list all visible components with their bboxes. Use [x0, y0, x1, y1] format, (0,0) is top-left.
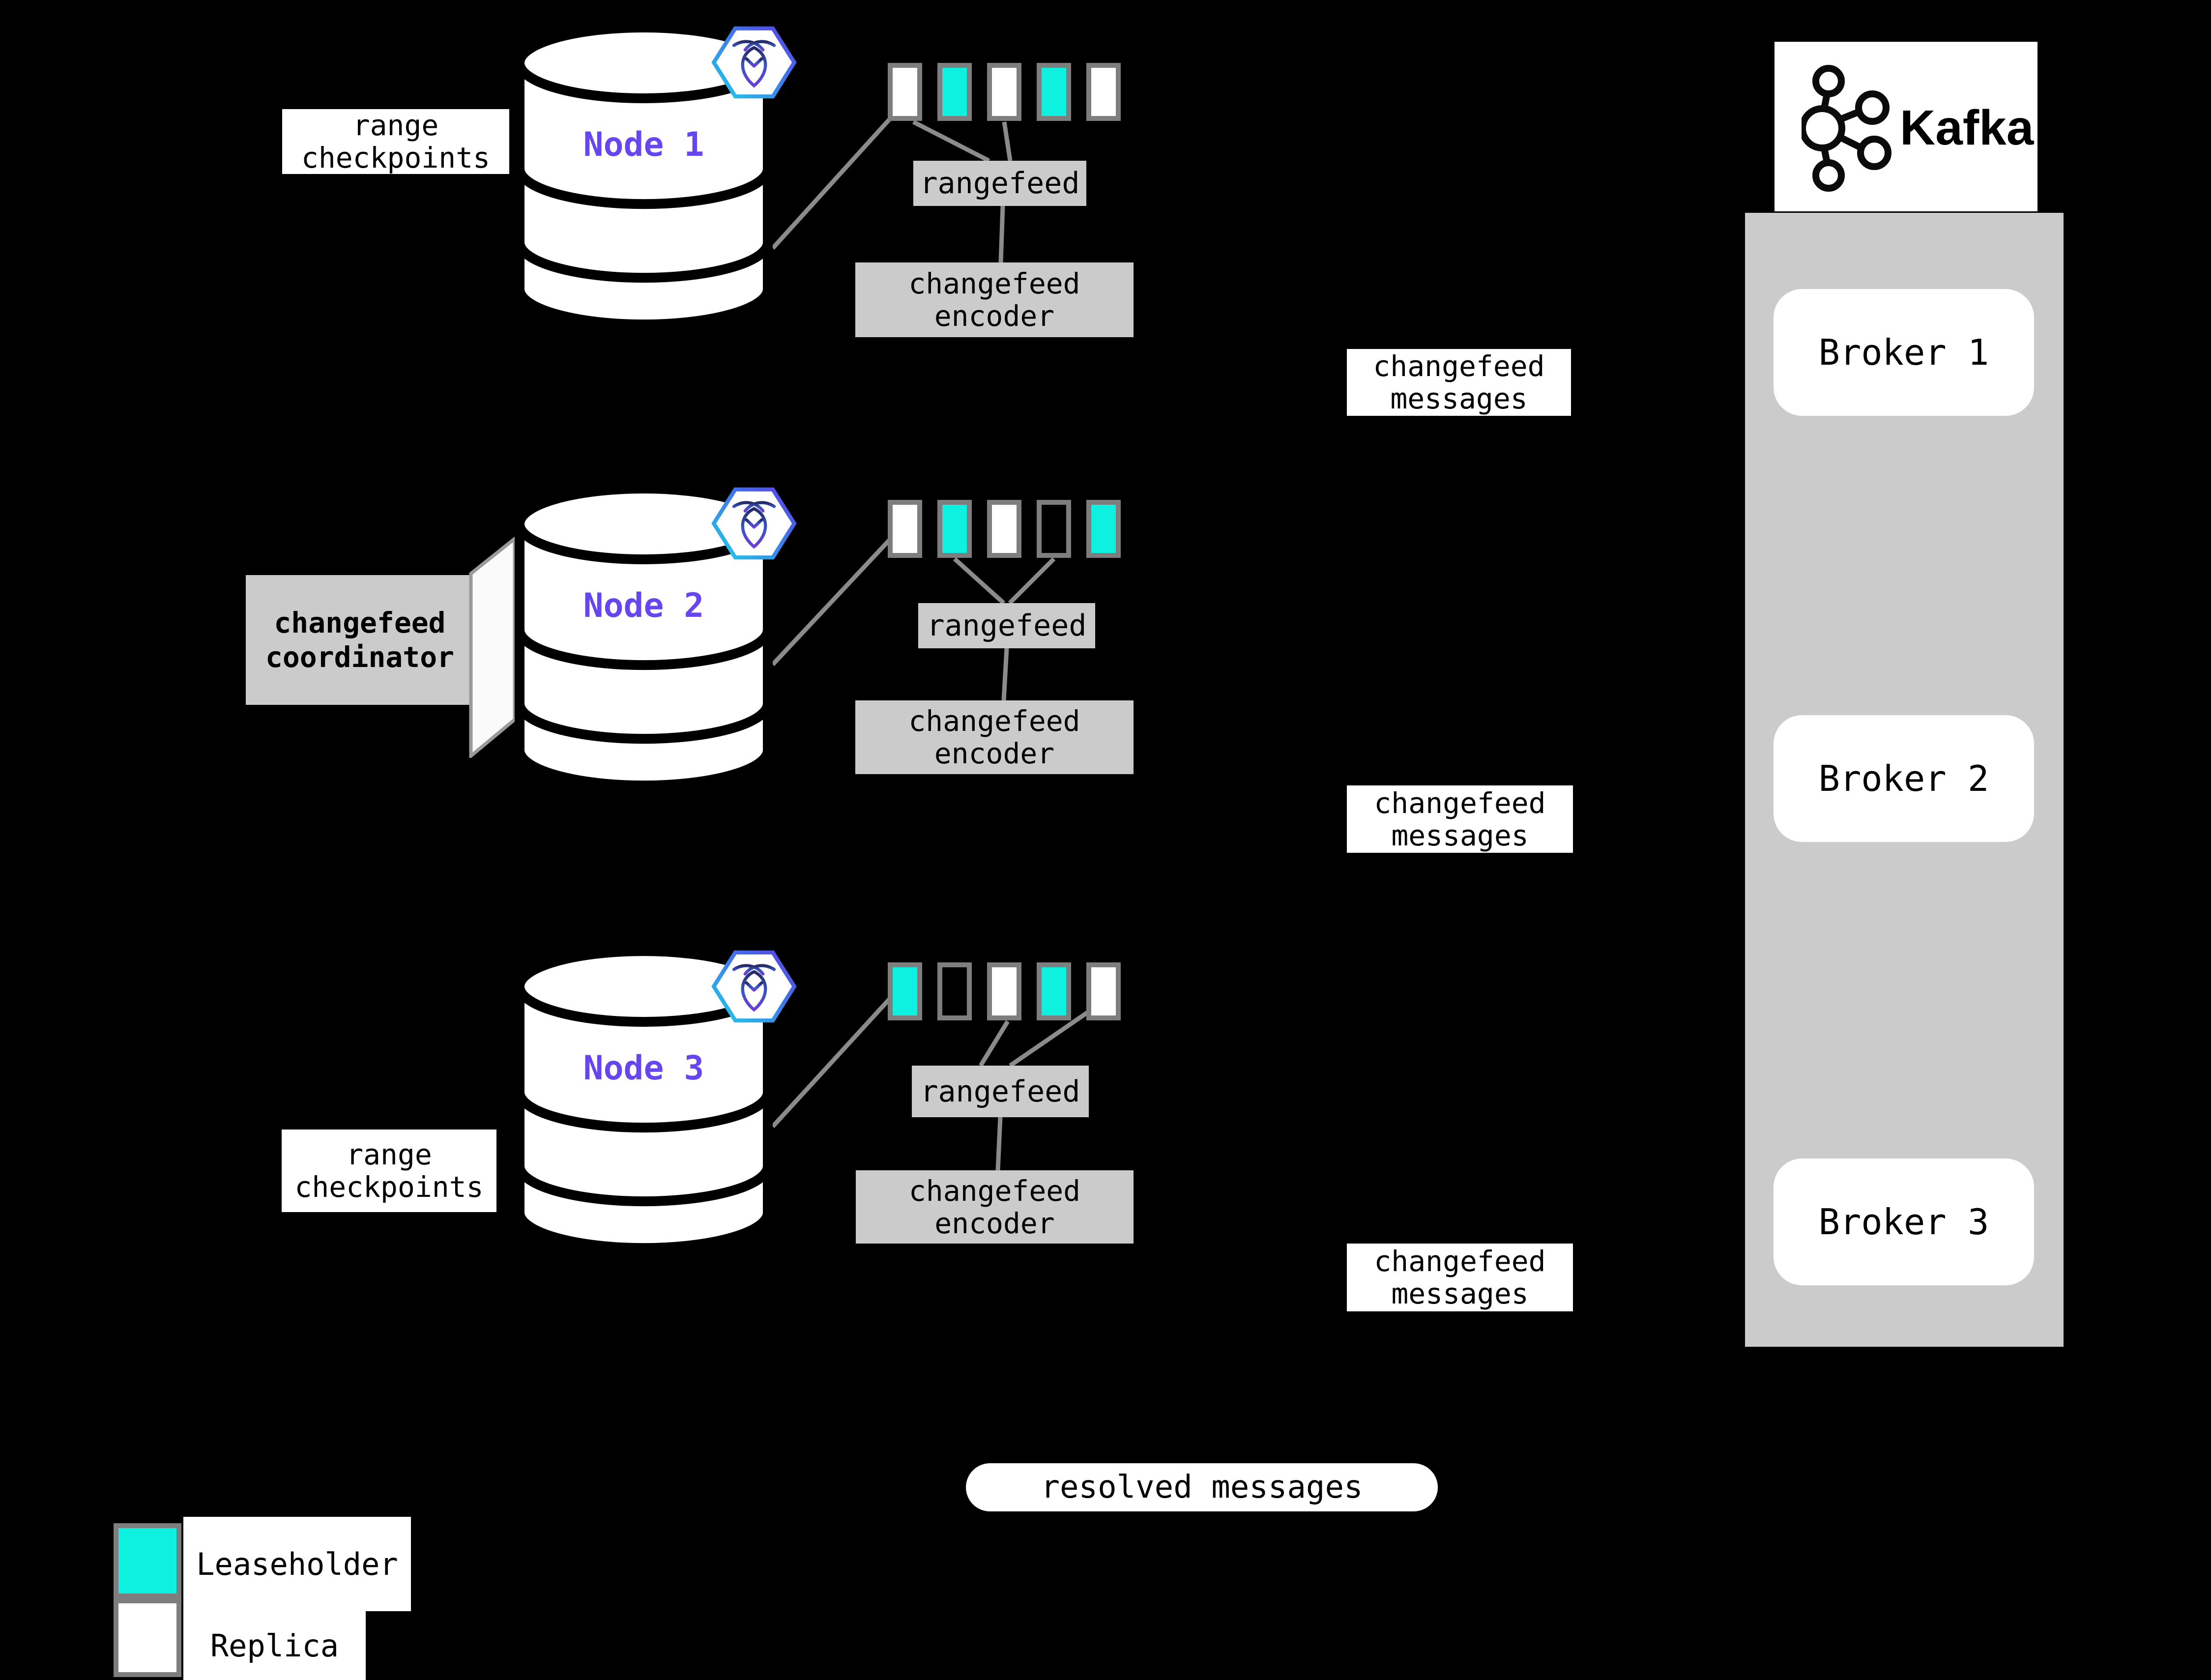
- rangefeed-box-node2: rangefeed: [918, 603, 1095, 648]
- range-rect-leaseholder: [888, 962, 922, 1020]
- label-line: checkpoints: [294, 1170, 484, 1204]
- changefeed-encoder-box-node3: changefeed encoder: [856, 1170, 1134, 1244]
- range-rect-leaseholder: [1037, 962, 1071, 1020]
- node-1-label: Node 1: [583, 125, 704, 164]
- range-rect-leaseholder: [1037, 63, 1071, 121]
- label-line: encoder: [934, 737, 1055, 770]
- node-1-cylinder: [515, 21, 773, 328]
- label-line: changefeed: [274, 606, 446, 639]
- label-line: changefeed: [1373, 349, 1545, 383]
- ranges-row-node1: [888, 63, 1121, 121]
- cockroachdb-icon: [709, 483, 799, 566]
- changefeed-messages-label-2: changefeed messages: [1347, 785, 1573, 853]
- changefeed-encoder-box-node1: changefeed encoder: [855, 262, 1134, 337]
- label-line: range: [352, 109, 439, 142]
- legend-leaseholder-label: Leaseholder: [183, 1517, 411, 1611]
- range-rect-empty: [937, 962, 972, 1020]
- ranges-row-node3: [888, 962, 1121, 1020]
- label-line: encoder: [934, 1206, 1055, 1240]
- changefeed-messages-label-3: changefeed messages: [1347, 1244, 1573, 1311]
- label-line: checkpoints: [301, 141, 491, 174]
- range-rect-replica: [987, 500, 1021, 558]
- range-rect-replica: [888, 63, 922, 121]
- node-3-cylinder: [515, 945, 773, 1252]
- cockroachdb-icon: [709, 946, 799, 1029]
- label-line: changefeed: [908, 267, 1080, 300]
- range-rect-replica: [987, 962, 1021, 1020]
- changefeed-messages-label-1: changefeed messages: [1347, 349, 1571, 416]
- broker-3-box: Broker 3: [1774, 1159, 2034, 1285]
- node-3-label: Node 3: [583, 1049, 704, 1088]
- range-rect-replica: [888, 500, 922, 558]
- label-line: encoder: [934, 299, 1055, 333]
- legend-leaseholder-swatch: [114, 1523, 181, 1598]
- range-rect-replica: [1086, 63, 1121, 121]
- range-rect-replica: [1086, 962, 1121, 1020]
- kafka-icon: [1802, 65, 1891, 192]
- legend-replica-label: Replica: [183, 1611, 366, 1680]
- rangefeed-box-node1: rangefeed: [913, 161, 1086, 206]
- label-line: range: [346, 1138, 432, 1171]
- label-line: messages: [1391, 818, 1529, 852]
- label-line: changefeed: [1374, 1245, 1546, 1278]
- cockroachdb-icon: [709, 22, 799, 105]
- changefeed-coordinator-label: changefeed coordinator: [246, 575, 474, 705]
- rangefeed-box-node3: rangefeed: [912, 1066, 1089, 1117]
- broker-2-box: Broker 2: [1774, 715, 2034, 842]
- label-line: changefeed: [1374, 786, 1546, 820]
- range-checkpoints-label-node1: range checkpoints: [282, 109, 509, 174]
- range-rect-replica: [987, 63, 1021, 121]
- label-line: changefeed: [908, 704, 1080, 738]
- resolved-messages-pill: resolved messages: [966, 1463, 1438, 1511]
- ranges-row-node2: [888, 500, 1121, 558]
- legend-replica-swatch: [114, 1598, 181, 1677]
- label-line: messages: [1390, 382, 1528, 415]
- node-2-cylinder: [515, 482, 773, 789]
- label-line: changefeed: [908, 1174, 1081, 1208]
- label-line: coordinator: [265, 640, 455, 674]
- range-rect-empty: [1037, 500, 1071, 558]
- node-2-label: Node 2: [583, 586, 704, 625]
- changefeed-encoder-box-node2: changefeed encoder: [855, 700, 1134, 774]
- range-rect-leaseholder: [937, 63, 972, 121]
- broker-1-box: Broker 1: [1774, 289, 2034, 416]
- kafka-wordmark: Kafka: [1900, 100, 2034, 155]
- label-line: messages: [1391, 1277, 1529, 1310]
- range-checkpoints-label-node3: range checkpoints: [282, 1130, 496, 1212]
- kafka-logo: Kafka: [1775, 42, 2037, 211]
- range-rect-leaseholder: [937, 500, 972, 558]
- range-rect-leaseholder: [1086, 500, 1121, 558]
- coordinator-flag: [469, 537, 517, 758]
